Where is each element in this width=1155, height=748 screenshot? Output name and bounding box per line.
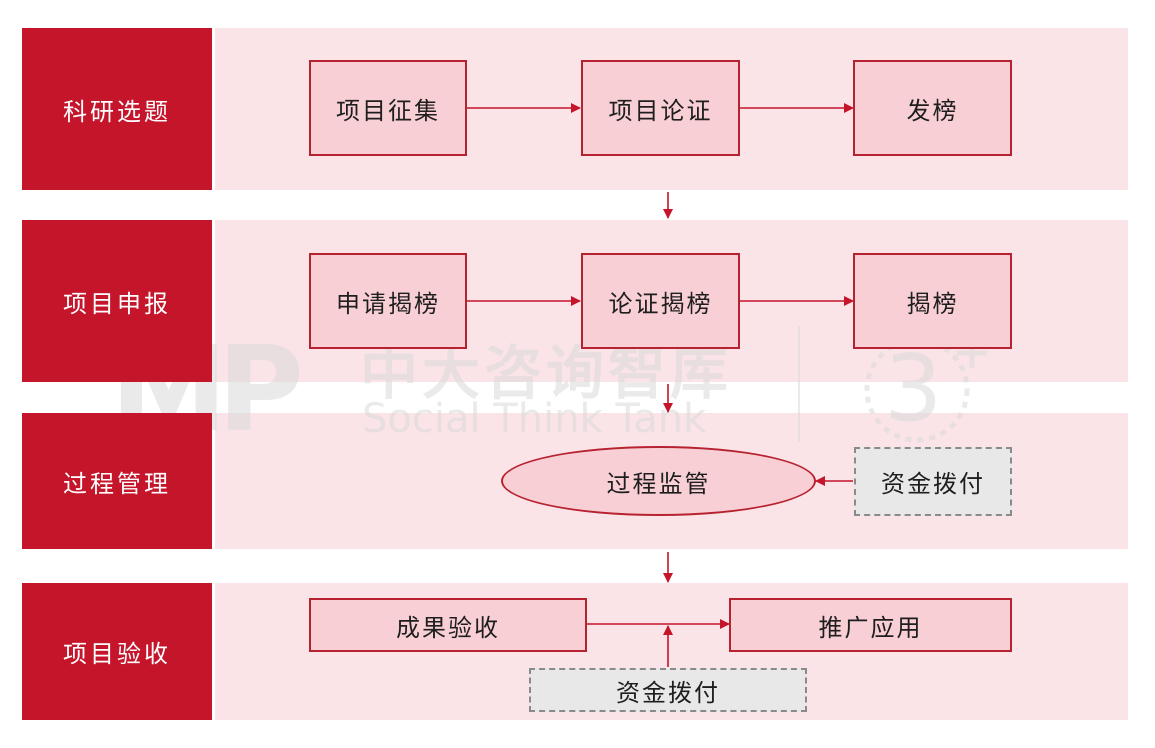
node-zijin-bofu-2: 资金拨付 xyxy=(529,668,807,712)
node-fabang: 发榜 xyxy=(853,60,1012,156)
node-zijin-bofu-1: 资金拨付 xyxy=(854,447,1012,516)
node-tuiguang-yingyong: 推广应用 xyxy=(729,598,1012,652)
stage-label-keyan-xuanti: 科研选题 xyxy=(22,28,212,190)
node-shenqing-jiebang: 申请揭榜 xyxy=(309,253,467,349)
node-chengguo-yanshou: 成果验收 xyxy=(309,598,587,652)
stage-label-xiangmu-shenbao: 项目申报 xyxy=(22,220,212,382)
node-guocheng-jianguan: 过程监管 xyxy=(501,446,816,516)
node-lunzheng-jiebang: 论证揭榜 xyxy=(581,253,740,349)
stage-label-xiangmu-yanshou: 项目验收 xyxy=(22,583,212,720)
node-xiangmu-zhengji: 项目征集 xyxy=(309,60,467,156)
node-jiebang: 揭榜 xyxy=(853,253,1012,349)
node-xiangmu-lunzheng: 项目论证 xyxy=(581,60,740,156)
stage-label-guocheng-guanli: 过程管理 xyxy=(22,413,212,549)
